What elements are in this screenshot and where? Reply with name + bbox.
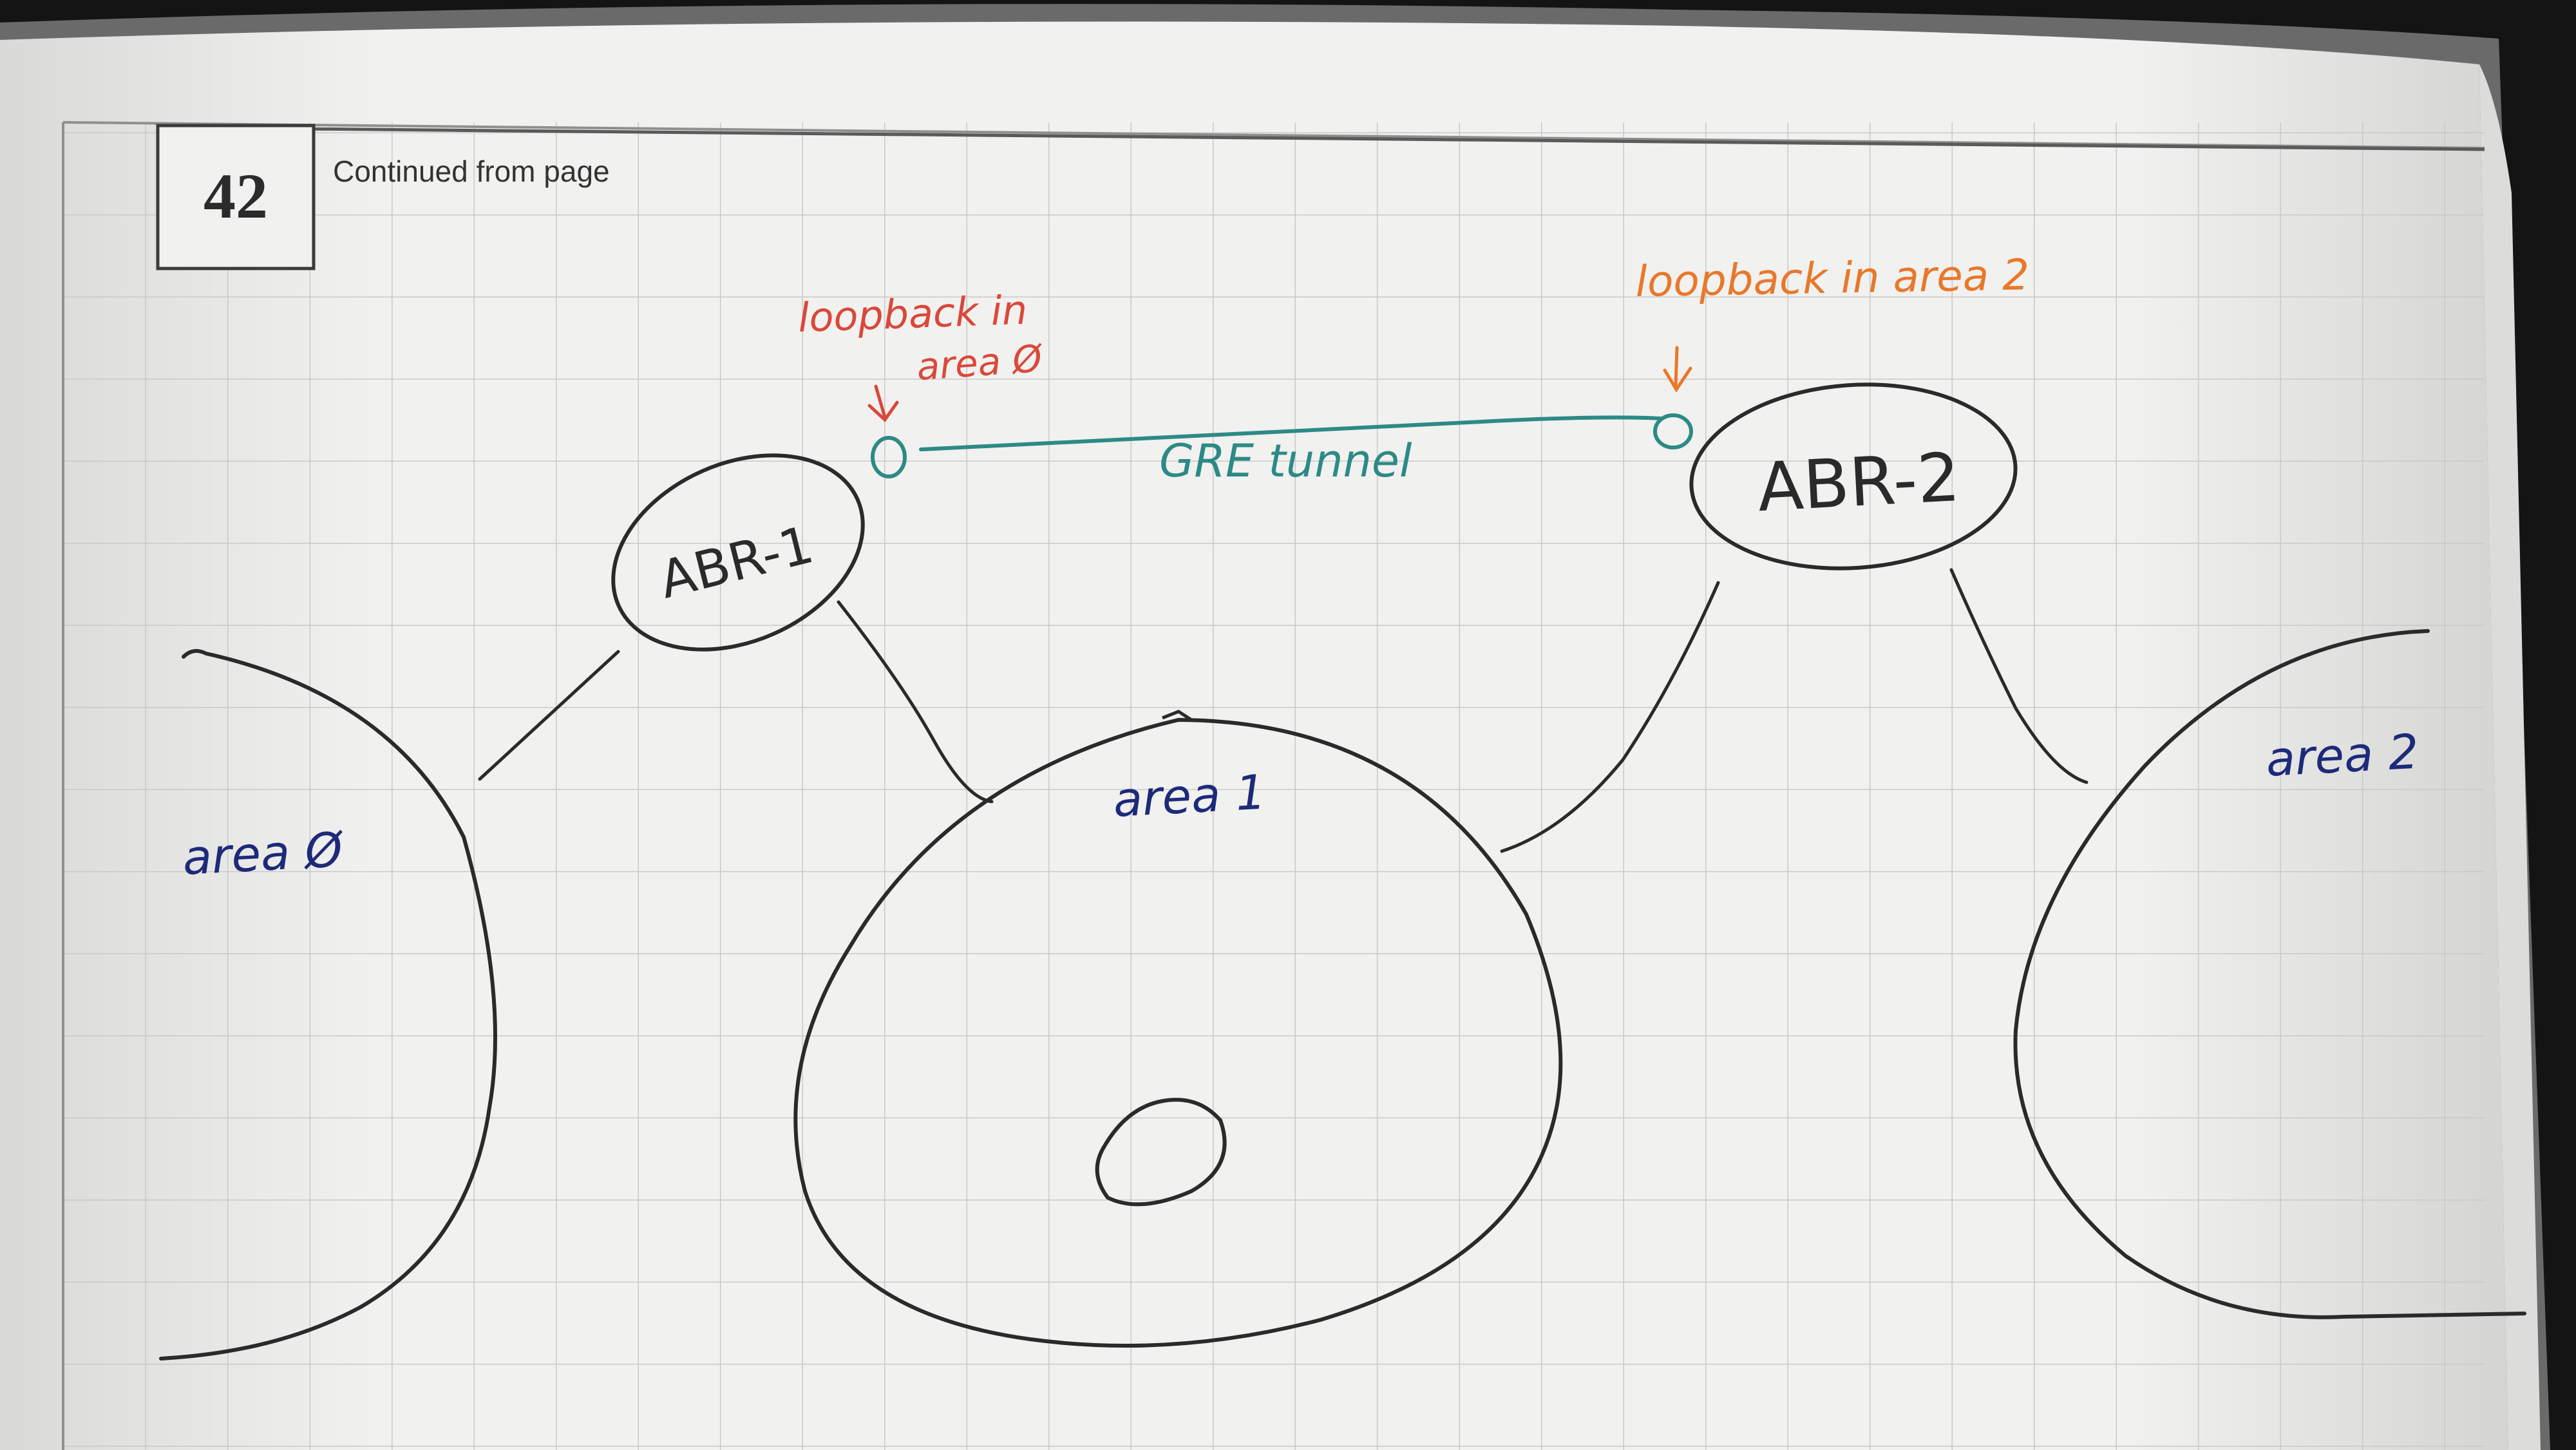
area-0-label: area Ø bbox=[181, 822, 345, 886]
page-number: 42 bbox=[204, 160, 268, 232]
loopback-left-endpoint bbox=[871, 436, 907, 478]
area-2-label: area 2 bbox=[2264, 724, 2420, 787]
area-1-inner-loop bbox=[1095, 1098, 1227, 1207]
loopback-right-endpoint bbox=[1653, 413, 1693, 449]
area-1-label: area 1 bbox=[1112, 765, 1267, 828]
abr-1-to-area-0-link bbox=[478, 650, 620, 781]
loopback-left-note-line2: area Ø bbox=[915, 336, 1044, 389]
area-1-boundary bbox=[793, 710, 1563, 1348]
gre-tunnel-line bbox=[919, 415, 1663, 451]
gre-tunnel-label: GRE tunnel bbox=[1159, 435, 1412, 487]
grid-area bbox=[62, 121, 2485, 1450]
loopback-left-arrow-icon bbox=[867, 384, 899, 422]
abr-1-to-area-1-link bbox=[837, 600, 994, 804]
loopback-left-note-line1: loopback in bbox=[797, 287, 1028, 341]
area-0-boundary bbox=[159, 649, 497, 1361]
continued-from-label: Continued from page bbox=[333, 155, 610, 188]
abr-2-to-area-1-link bbox=[1500, 581, 1720, 853]
abr-2-node: ABR-2 bbox=[1689, 382, 2018, 570]
abr-2-label: ABR-2 bbox=[1756, 438, 1962, 527]
loopback-right-arrow-icon bbox=[1663, 346, 1692, 393]
area-2-boundary bbox=[2013, 629, 2526, 1319]
loopback-right-note: loopback in area 2 bbox=[1635, 250, 2030, 306]
page-header: 42 Continued from page bbox=[156, 124, 2485, 270]
abr-2-to-area-2-link bbox=[1949, 568, 2088, 784]
